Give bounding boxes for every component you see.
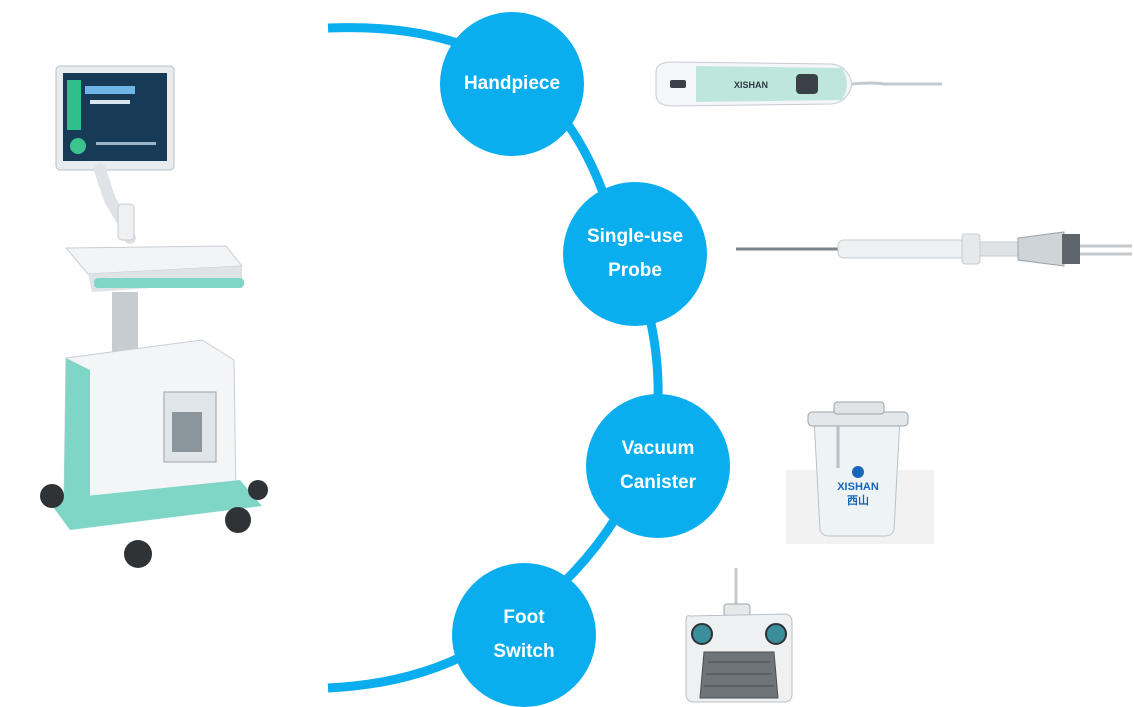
single-use-probe-image — [736, 231, 1132, 267]
node-handpiece: Handpiece — [440, 12, 584, 156]
handpiece-image: XISHAN — [655, 61, 942, 107]
node-canister-label-line2: Canister — [619, 472, 697, 493]
node-single-use-probe: Single-use Probe — [563, 182, 707, 326]
handpiece-logo: XISHAN — [734, 80, 768, 90]
node-vacuum-canister: Vacuum Canister — [586, 394, 730, 538]
node-probe-label-line2: Probe — [608, 260, 662, 281]
main-system-cart-image — [40, 65, 268, 568]
canister-logo-cn: 西山 — [847, 493, 869, 507]
node-foot-label-line2: Switch — [493, 641, 555, 662]
node-foot-switch: Foot Switch — [452, 563, 596, 707]
node-canister-label-line1: Vacuum — [621, 438, 695, 459]
node-probe-label-line1: Single-use — [586, 226, 684, 247]
foot-switch-image — [685, 568, 793, 703]
node-handpiece-label: Handpiece — [463, 73, 561, 94]
vacuum-canister-image: XISHAN 西山 — [786, 401, 934, 544]
node-foot-label-line1: Foot — [503, 607, 545, 628]
canister-logo-text: XISHAN — [837, 481, 879, 493]
